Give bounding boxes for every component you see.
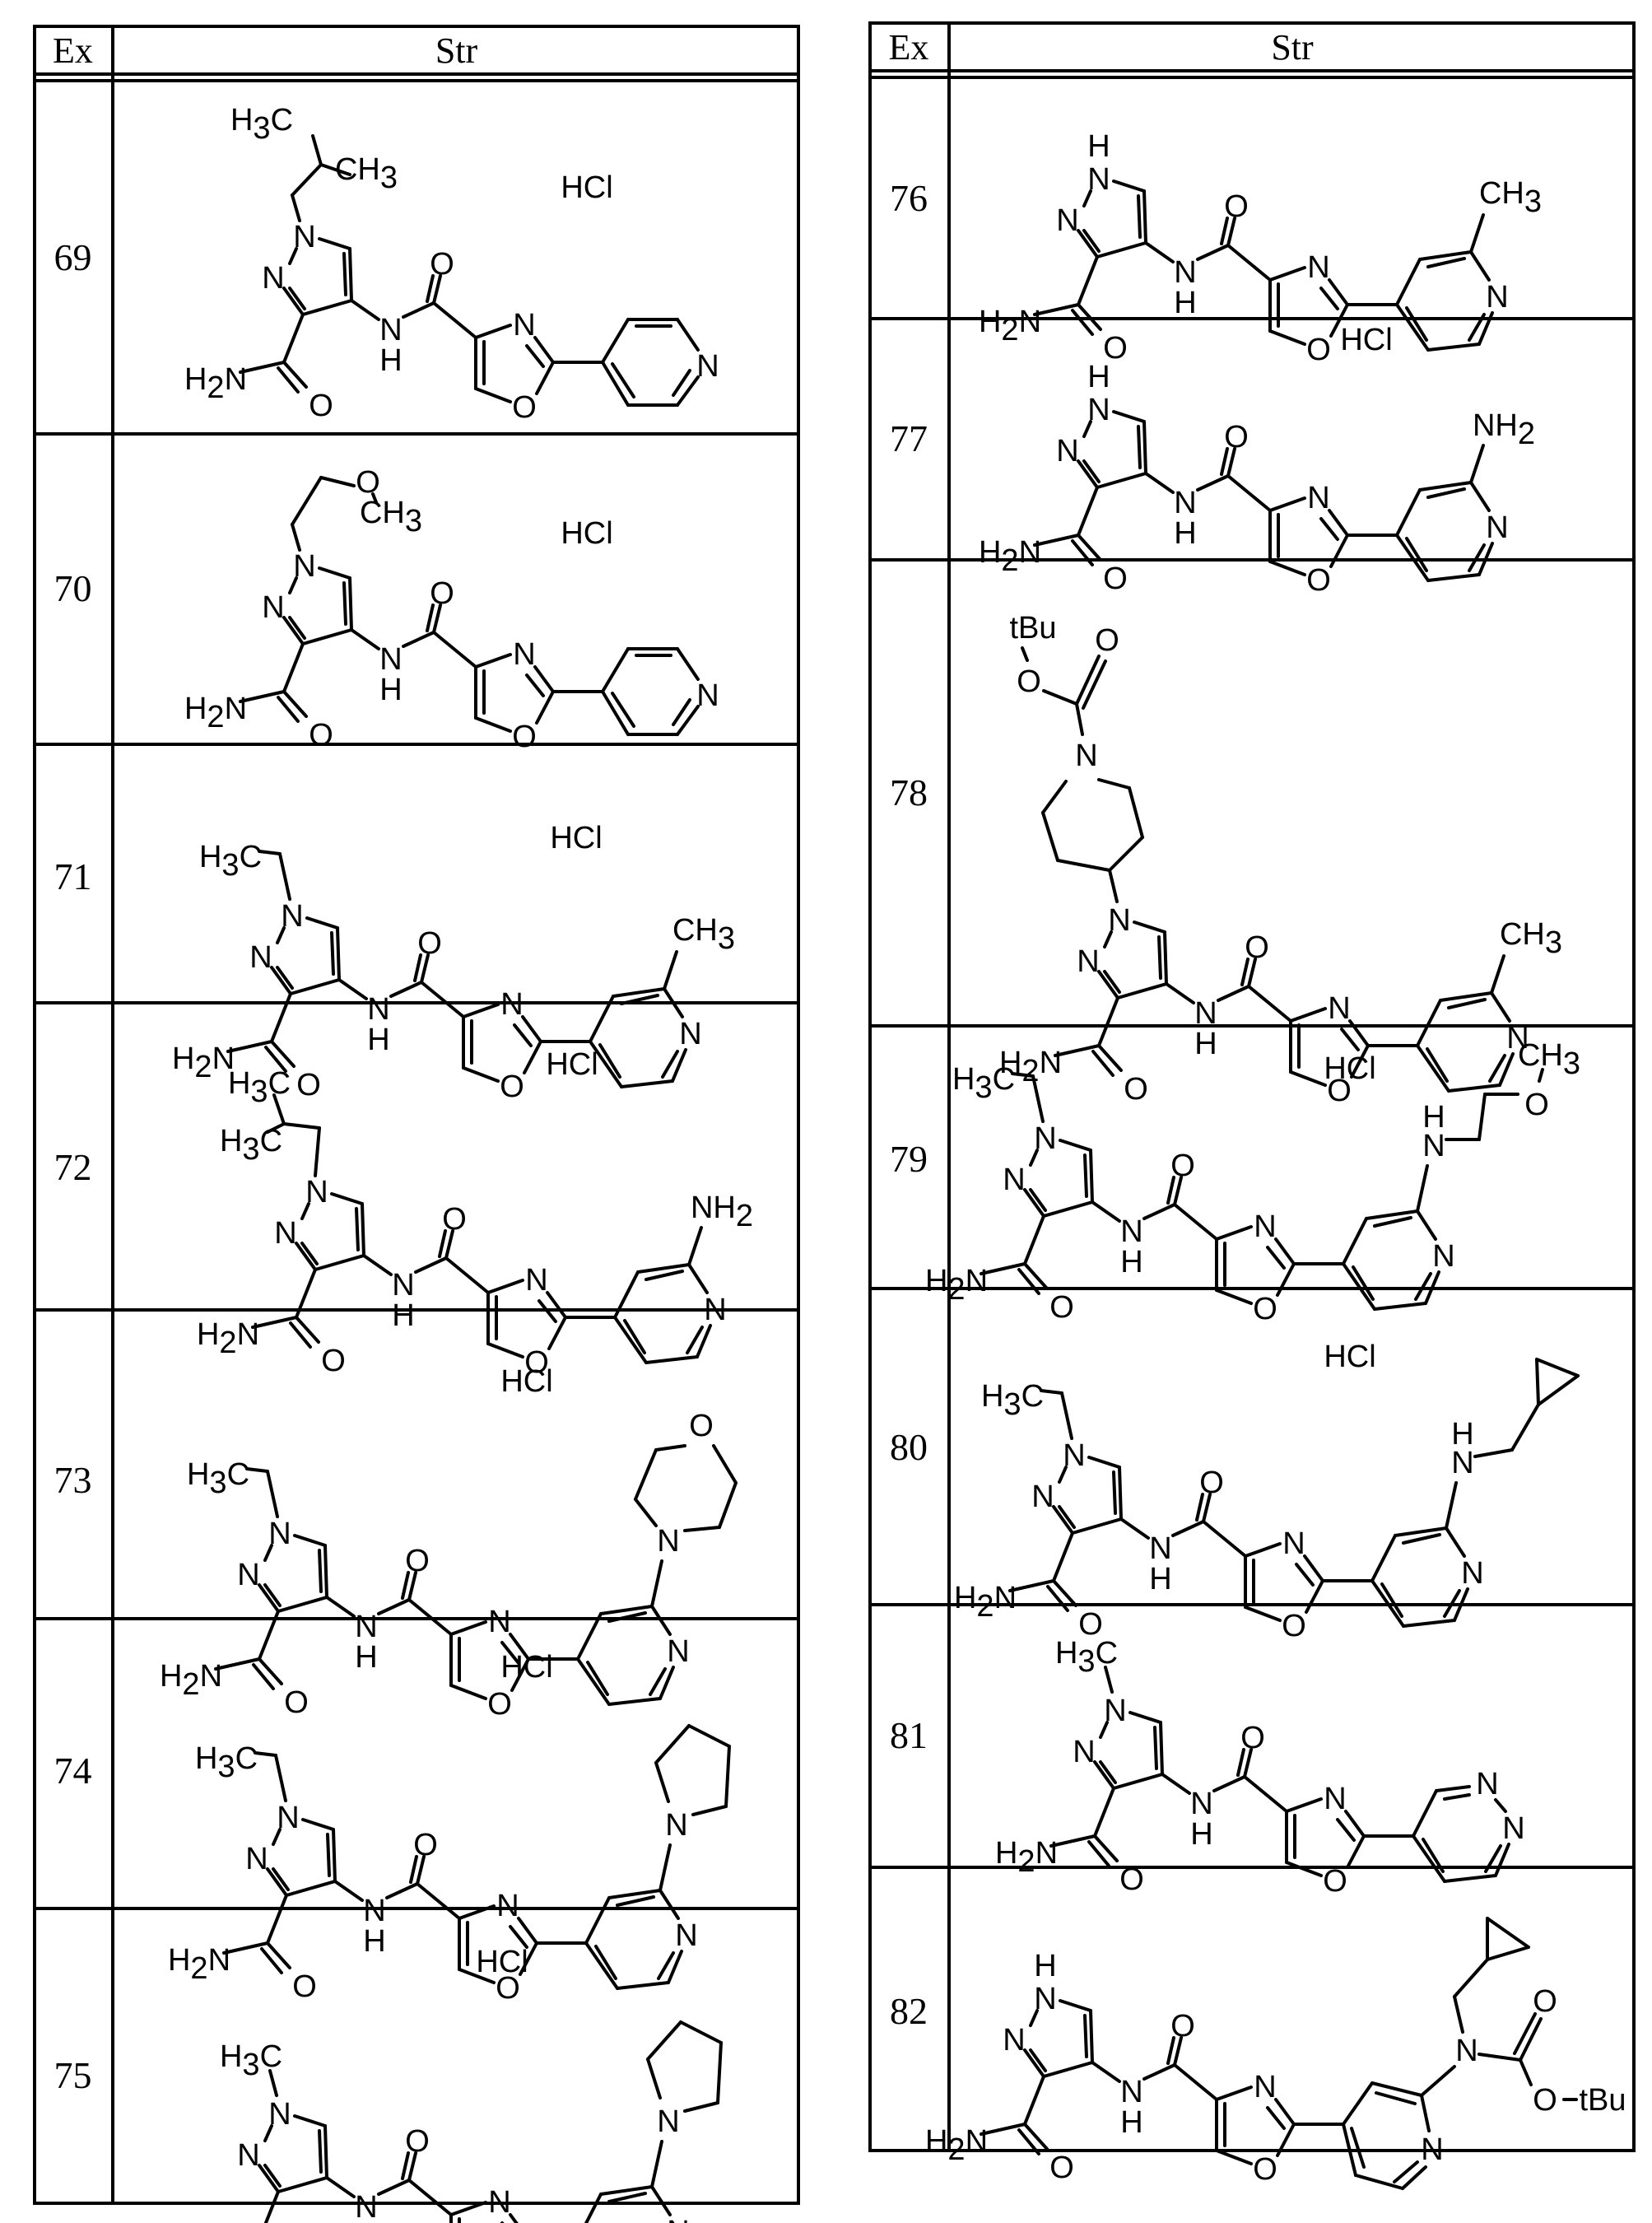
right-table xyxy=(868,21,1636,2152)
ex-number: 75 xyxy=(54,2054,92,2096)
bond-line xyxy=(1401,2165,1427,2190)
ex-number: 82 xyxy=(890,1990,928,2032)
left-row-divider xyxy=(33,432,800,436)
ex-number: 76 xyxy=(890,177,928,219)
right-row-divider xyxy=(868,1866,1636,1869)
right-row-divider xyxy=(868,317,1636,320)
right-header-str: Str xyxy=(1271,27,1314,68)
ex-number: 73 xyxy=(54,1459,92,1501)
ex-number: 81 xyxy=(890,1714,928,1756)
left-row-divider xyxy=(33,1907,800,1910)
left-header-ex: Ex xyxy=(53,30,93,71)
right-header-ex: Ex xyxy=(888,27,929,68)
ex-number: 74 xyxy=(54,1750,92,1792)
right-row-divider xyxy=(868,1024,1636,1028)
left-col-divider xyxy=(111,25,114,2205)
right-row-divider xyxy=(868,1603,1636,1606)
left-header-str: Str xyxy=(435,30,478,71)
ex-number: 70 xyxy=(54,567,92,609)
left-header-rule-2 xyxy=(33,79,800,82)
atom-label: N xyxy=(667,2215,689,2223)
bond-line xyxy=(509,2213,519,2223)
right-row-divider xyxy=(868,1287,1636,1290)
ex-number: 72 xyxy=(54,1146,92,1188)
right-row-divider xyxy=(868,558,1636,562)
ex-number: 78 xyxy=(890,771,928,813)
ex-number: 80 xyxy=(890,1426,928,1468)
right-header-rule-2 xyxy=(868,76,1636,79)
bond-line xyxy=(1393,2160,1419,2183)
left-header-rule-1 xyxy=(33,72,800,76)
right-col-divider xyxy=(947,21,951,2152)
atom-label: O xyxy=(1253,2152,1277,2187)
bond-line xyxy=(1354,2174,1404,2190)
right-header-rule-1 xyxy=(868,69,1636,72)
left-row-divider xyxy=(33,1001,800,1004)
ex-number: 77 xyxy=(890,417,928,459)
atom-label: O xyxy=(1049,2151,1074,2185)
ex-number: 71 xyxy=(54,855,92,897)
ex-number: 69 xyxy=(54,236,92,278)
bond-line xyxy=(1215,2149,1253,2165)
left-table xyxy=(33,25,800,2205)
left-row-divider xyxy=(33,1617,800,1620)
left-row-divider xyxy=(33,743,800,746)
left-row-divider xyxy=(33,1308,800,1312)
ex-number: 79 xyxy=(890,1138,928,1180)
